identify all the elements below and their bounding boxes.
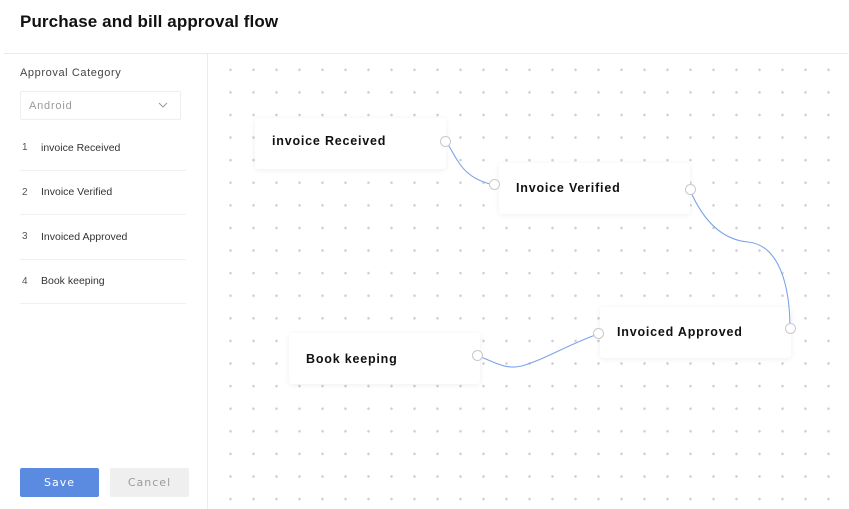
step-number: 4 [22,275,28,287]
chevron-down-icon [158,102,168,108]
header-divider [4,53,848,54]
input-port[interactable] [489,179,500,190]
node-label: Invoice Verified [516,181,621,195]
page-title: Purchase and bill approval flow [20,12,279,31]
approval-category-select[interactable]: Android [20,91,181,120]
output-port[interactable] [472,350,483,361]
output-port[interactable] [440,136,451,147]
flow-node-invoice-received[interactable]: invoice Received [255,118,446,169]
step-item[interactable]: 2 Invoice Verified [20,171,186,215]
input-port[interactable] [593,328,604,339]
step-label: Invoiced Approved [41,230,128,243]
step-label: Invoice Verified [41,186,113,199]
approval-category-label: Approval Category [20,67,122,79]
input-port[interactable] [785,323,796,334]
flow-node-invoiced-approved[interactable]: Invoiced Approved [600,307,791,358]
step-item[interactable]: 3 Invoiced Approved [20,215,186,260]
page-header: Purchase and bill approval flow [0,0,849,53]
step-number: 2 [22,186,28,198]
save-button[interactable]: Save [20,468,99,497]
select-value: Android [29,99,73,112]
step-item[interactable]: 4 Book keeping [20,260,186,304]
output-port[interactable] [685,184,696,195]
flow-node-invoice-verified[interactable]: Invoice Verified [499,163,690,214]
step-label: invoice Received [41,141,121,154]
step-number: 1 [22,142,28,154]
step-list: 1 invoice Received 2 Invoice Verified 3 … [20,126,186,304]
node-label: Invoiced Approved [617,325,743,339]
sidebar: Approval Category Android 1 invoice Rece… [0,54,208,509]
step-label: Book keeping [41,275,105,288]
node-label: invoice Received [272,134,387,148]
node-label: Book keeping [306,352,398,366]
step-item[interactable]: 1 invoice Received [20,126,186,171]
step-number: 3 [22,231,28,243]
flow-node-book-keeping[interactable]: Book keeping [289,333,480,384]
cancel-button[interactable]: Cancel [110,468,189,497]
